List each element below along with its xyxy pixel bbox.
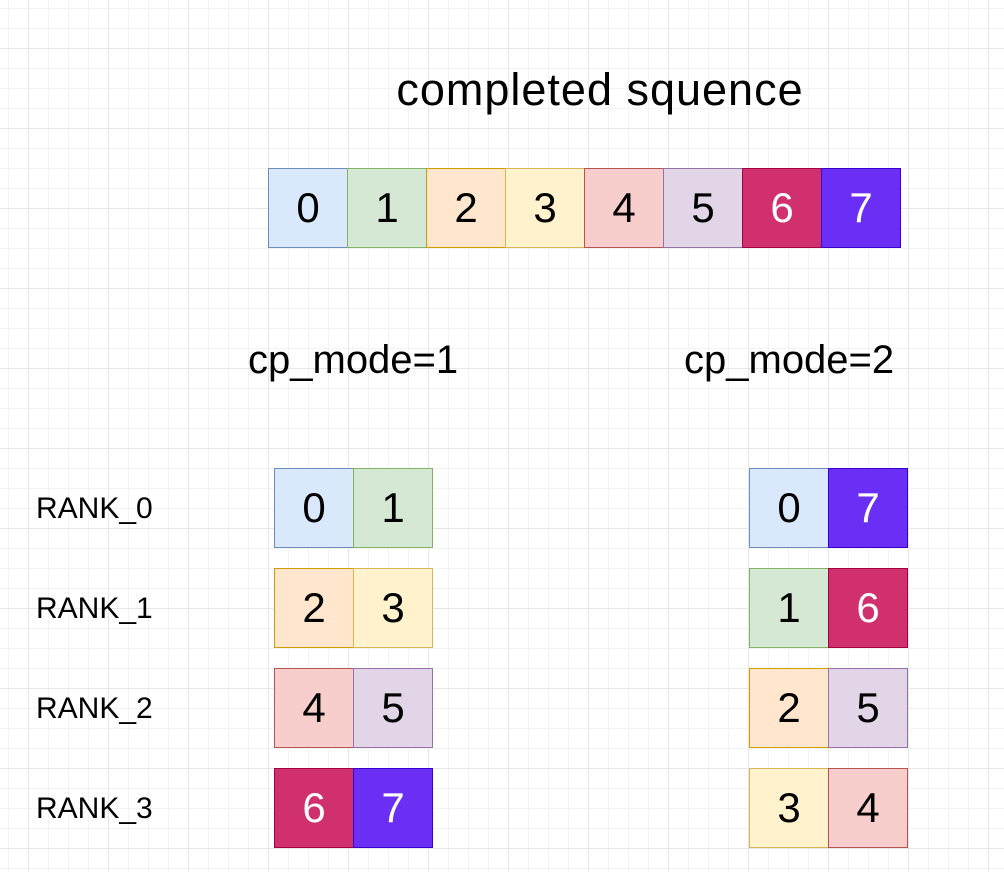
seq-cell-2: 2 <box>426 168 506 248</box>
mode1-rank0-row: 0 1 <box>274 468 433 548</box>
mode2-rank3-cell-a: 3 <box>749 768 829 848</box>
seq-cell-1: 1 <box>347 168 427 248</box>
mode1-rank2-row: 4 5 <box>274 668 433 748</box>
completed-sequence-row: 0 1 2 3 4 5 6 7 <box>268 168 901 248</box>
mode2-rank1-cell-b: 6 <box>828 568 908 648</box>
mode2-rank3-cell-b: 4 <box>828 768 908 848</box>
mode2-rank1-row: 1 6 <box>749 568 908 648</box>
mode2-rank0-cell-b: 7 <box>828 468 908 548</box>
mode2-rank2-row: 2 5 <box>749 668 908 748</box>
mode2-rank2-cell-b: 5 <box>828 668 908 748</box>
cp-mode-2-label: cp_mode=2 <box>684 338 895 382</box>
seq-cell-3: 3 <box>505 168 585 248</box>
mode1-rank1-cell-a: 2 <box>274 568 354 648</box>
mode1-rank1-cell-b: 3 <box>353 568 433 648</box>
diagram-title: completed squence <box>396 64 804 115</box>
mode1-rank3-cell-a: 6 <box>274 768 354 848</box>
seq-cell-4: 4 <box>584 168 664 248</box>
mode2-rank2-cell-a: 2 <box>749 668 829 748</box>
seq-cell-5: 5 <box>663 168 743 248</box>
seq-cell-7: 7 <box>821 168 901 248</box>
rank-label-3: RANK_3 <box>36 792 153 825</box>
mode1-rank0-cell-b: 1 <box>353 468 433 548</box>
mode2-rank0-row: 0 7 <box>749 468 908 548</box>
mode1-rank3-cell-b: 7 <box>353 768 433 848</box>
mode1-rank3-row: 6 7 <box>274 768 433 848</box>
mode1-rank2-cell-a: 4 <box>274 668 354 748</box>
mode1-rank1-row: 2 3 <box>274 568 433 648</box>
seq-cell-6: 6 <box>742 168 822 248</box>
mode2-rank0-cell-a: 0 <box>749 468 829 548</box>
mode1-rank0-cell-a: 0 <box>274 468 354 548</box>
mode1-rank2-cell-b: 5 <box>353 668 433 748</box>
mode2-rank3-row: 3 4 <box>749 768 908 848</box>
rank-label-1: RANK_1 <box>36 592 153 625</box>
mode2-rank1-cell-a: 1 <box>749 568 829 648</box>
cp-mode-1-label: cp_mode=1 <box>248 338 459 382</box>
seq-cell-0: 0 <box>268 168 348 248</box>
rank-label-2: RANK_2 <box>36 692 153 725</box>
rank-label-0: RANK_0 <box>36 492 153 525</box>
